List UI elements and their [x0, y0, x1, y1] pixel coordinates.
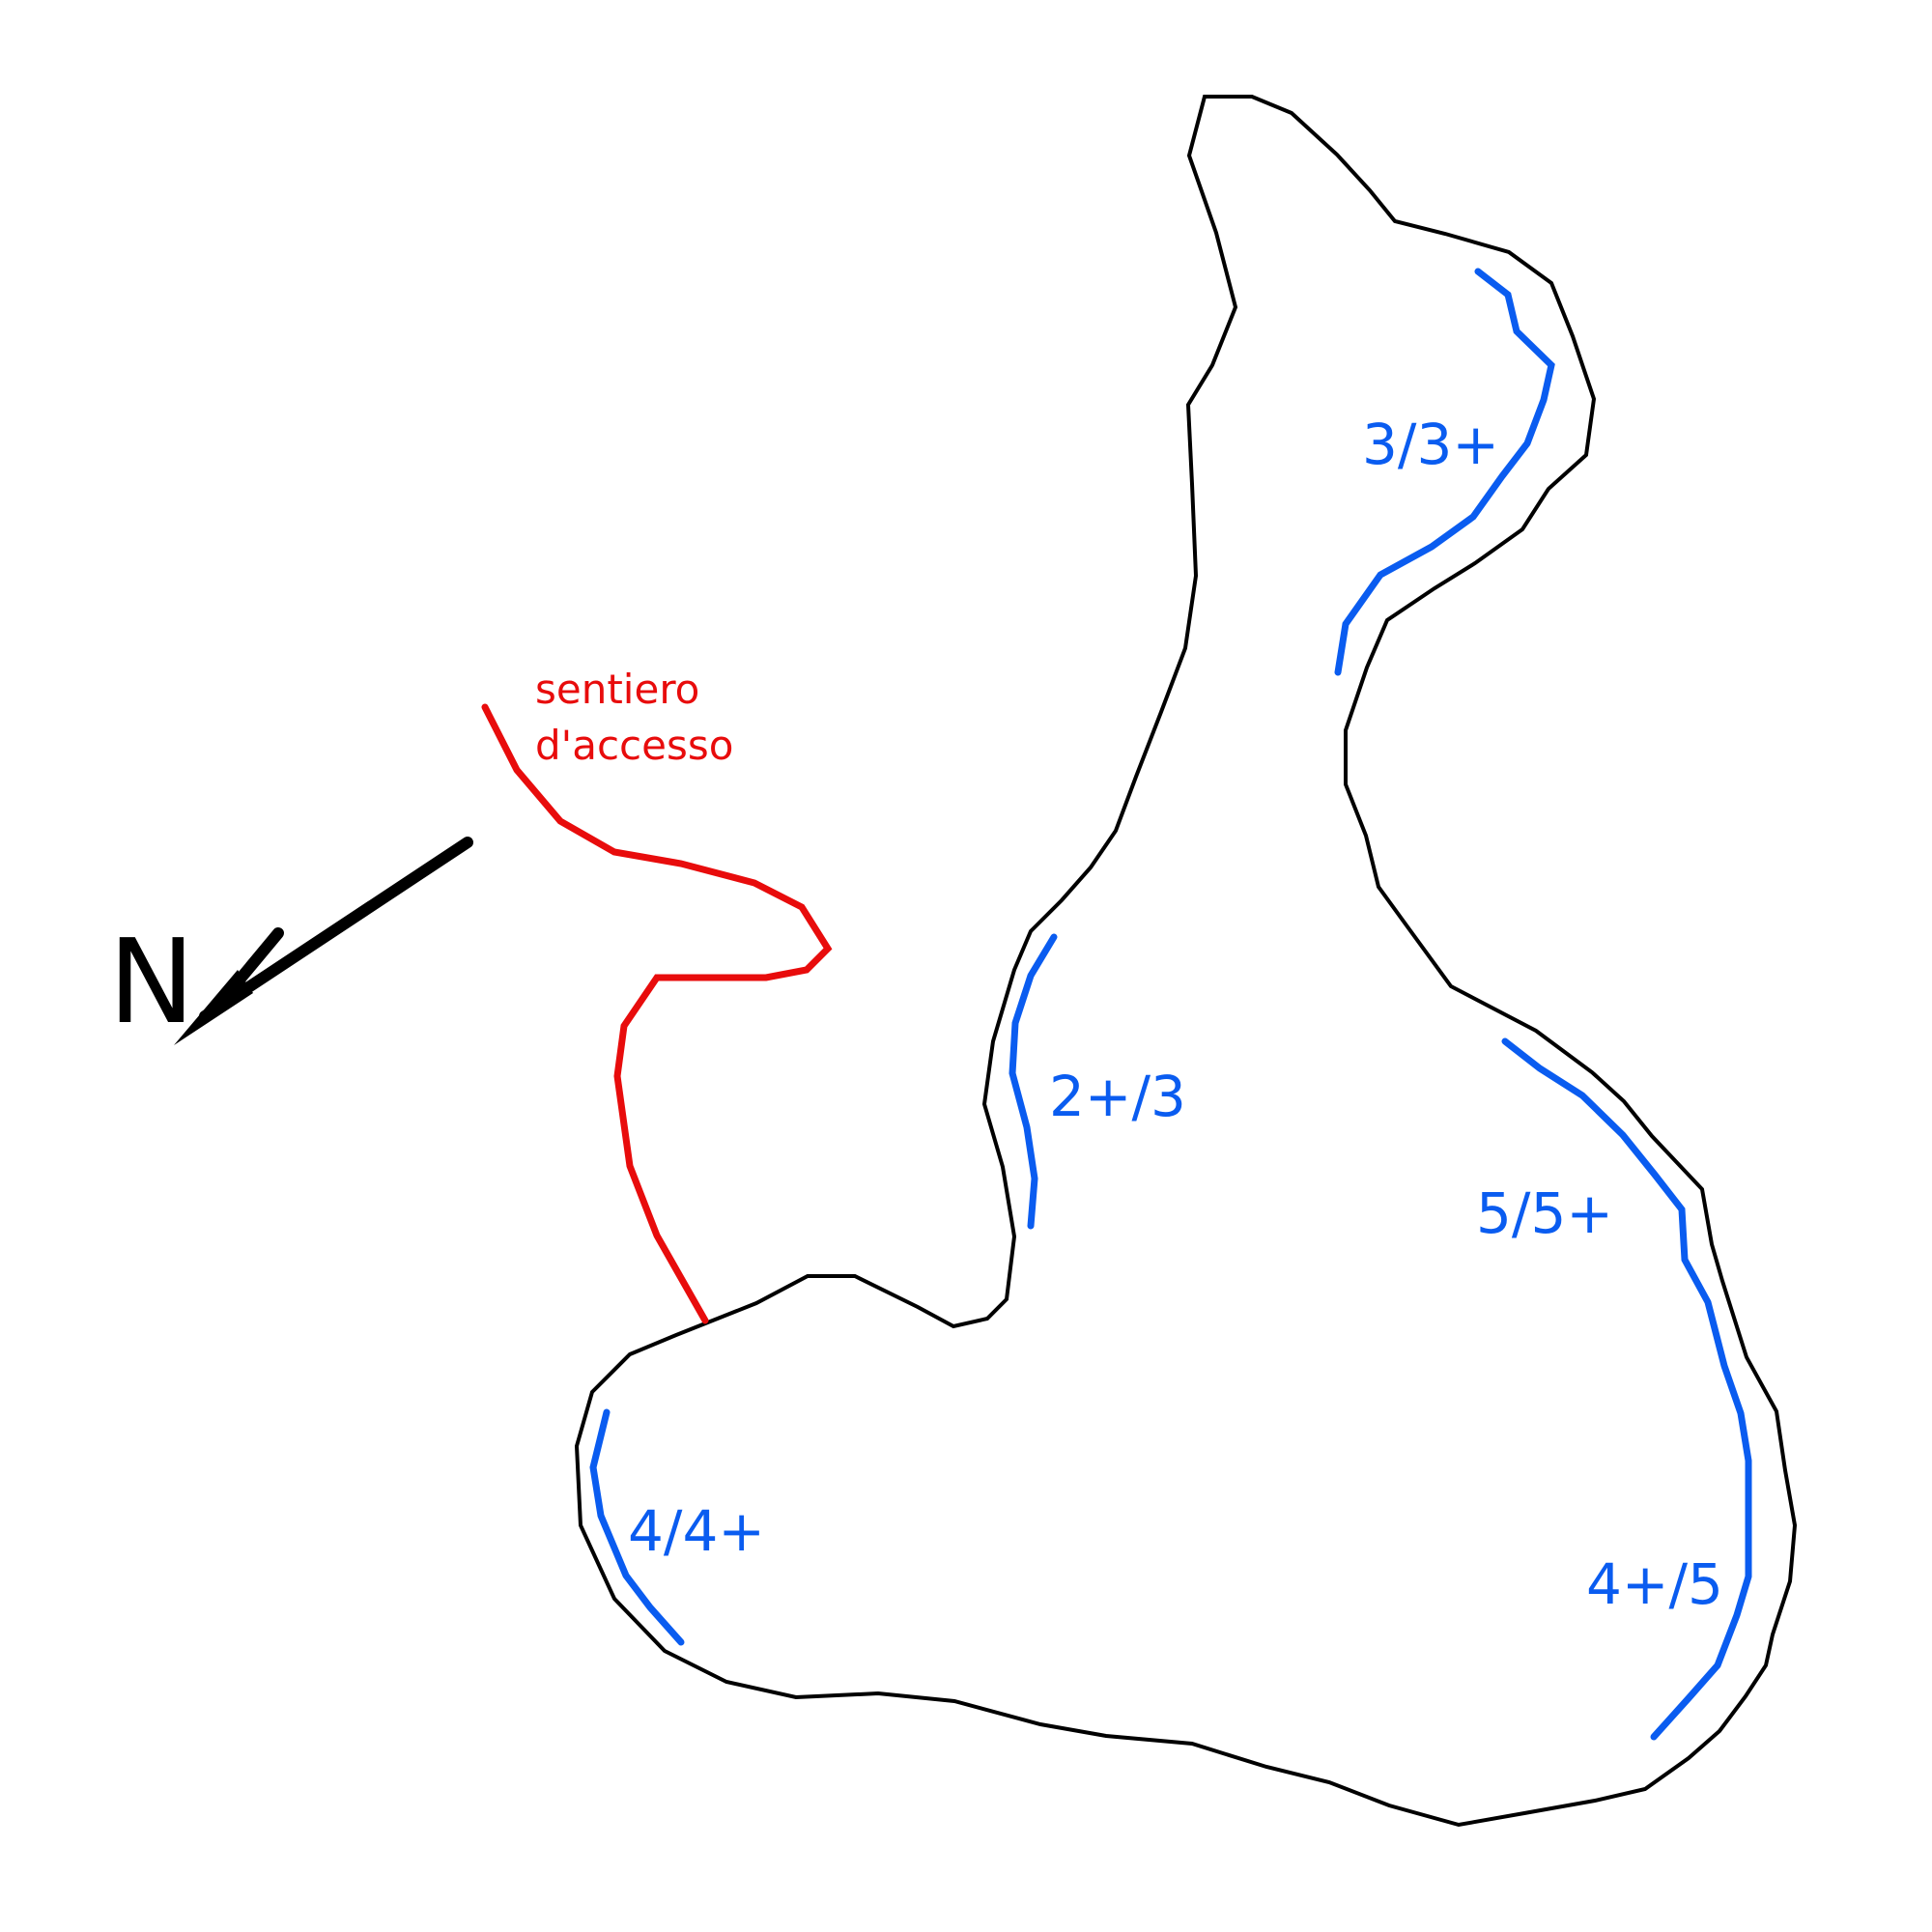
access-trail-label: sentiero — [535, 666, 699, 713]
route-line-2plus-3 — [1009, 933, 1058, 1230]
route-grade-label: 2+/3 — [1049, 1064, 1186, 1129]
north-label: N — [108, 916, 195, 1050]
crag-outline — [574, 95, 1798, 1828]
route-grade-label: 5/5+ — [1476, 1180, 1613, 1246]
route-grade-label: 3/3+ — [1362, 412, 1499, 477]
route-line-5-5plus — [1501, 1037, 1752, 1741]
access-trail — [481, 703, 833, 1324]
route-grade-label: 4+/5 — [1586, 1551, 1723, 1617]
access-trail-label: d'accesso — [535, 722, 733, 769]
route-line-3-3plus — [1334, 268, 1555, 676]
route-line-4-4plus — [589, 1408, 685, 1646]
route-grade-label: 4/4+ — [628, 1498, 765, 1564]
north-arrow-icon — [174, 837, 473, 1045]
